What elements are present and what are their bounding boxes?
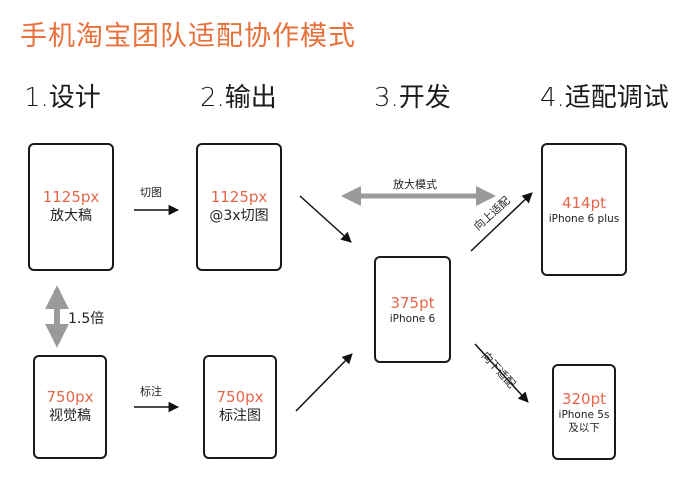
phone-desc: 视觉稿 <box>49 408 91 424</box>
phone-desc: iPhone 6 plus <box>548 212 620 225</box>
step-develop: 3.开发 <box>374 83 451 113</box>
mark-to-dev-arrow <box>295 353 353 412</box>
phone-output-cut: 1125px @3x切图 <box>196 143 282 271</box>
adapt-down-arrow <box>474 343 529 403</box>
phone-desc: iPhone 6 <box>389 312 436 325</box>
phone-desc: 放大稿 <box>50 208 92 224</box>
page-title: 手机淘宝团队适配协作模式 <box>20 21 356 52</box>
step-debug: 4.适配调试 <box>540 83 669 113</box>
phone-dev: 375pt iPhone 6 <box>374 256 451 363</box>
phone-value: 750px <box>46 388 94 406</box>
mark-label: 标注 <box>140 385 162 398</box>
phone-value: 320pt <box>561 389 607 408</box>
ratio-label: 1.5倍 <box>68 311 105 327</box>
phone-output-mark: 750px 标注图 <box>203 355 277 459</box>
phone-desc: @3x切图 <box>209 208 269 224</box>
phone-desc-line1: iPhone 5s <box>558 408 610 421</box>
step-output: 2.输出 <box>200 83 277 113</box>
adapt-up-arrow <box>470 192 533 252</box>
phone-value: 750px <box>216 388 264 406</box>
cut-to-dev-arrow <box>299 195 352 243</box>
phone-debug-5s: 320pt iPhone 5s 及以下 <box>552 364 616 460</box>
zoom-mode-label: 放大模式 <box>393 178 437 191</box>
phone-design-large: 1125px 放大稿 <box>28 143 114 271</box>
phone-value: 1125px <box>42 188 100 206</box>
phone-design-visual: 750px 视觉稿 <box>33 355 107 459</box>
step-design: 1.设计 <box>24 83 101 113</box>
phone-desc: 标注图 <box>219 408 261 424</box>
phone-value: 375pt <box>390 293 435 312</box>
phone-desc-line2: 及以下 <box>568 421 600 434</box>
phone-value: 414pt <box>561 193 607 212</box>
phone-value: 1125px <box>210 188 268 206</box>
phone-debug-plus: 414pt iPhone 6 plus <box>541 143 627 276</box>
cut-label: 切图 <box>140 186 162 199</box>
